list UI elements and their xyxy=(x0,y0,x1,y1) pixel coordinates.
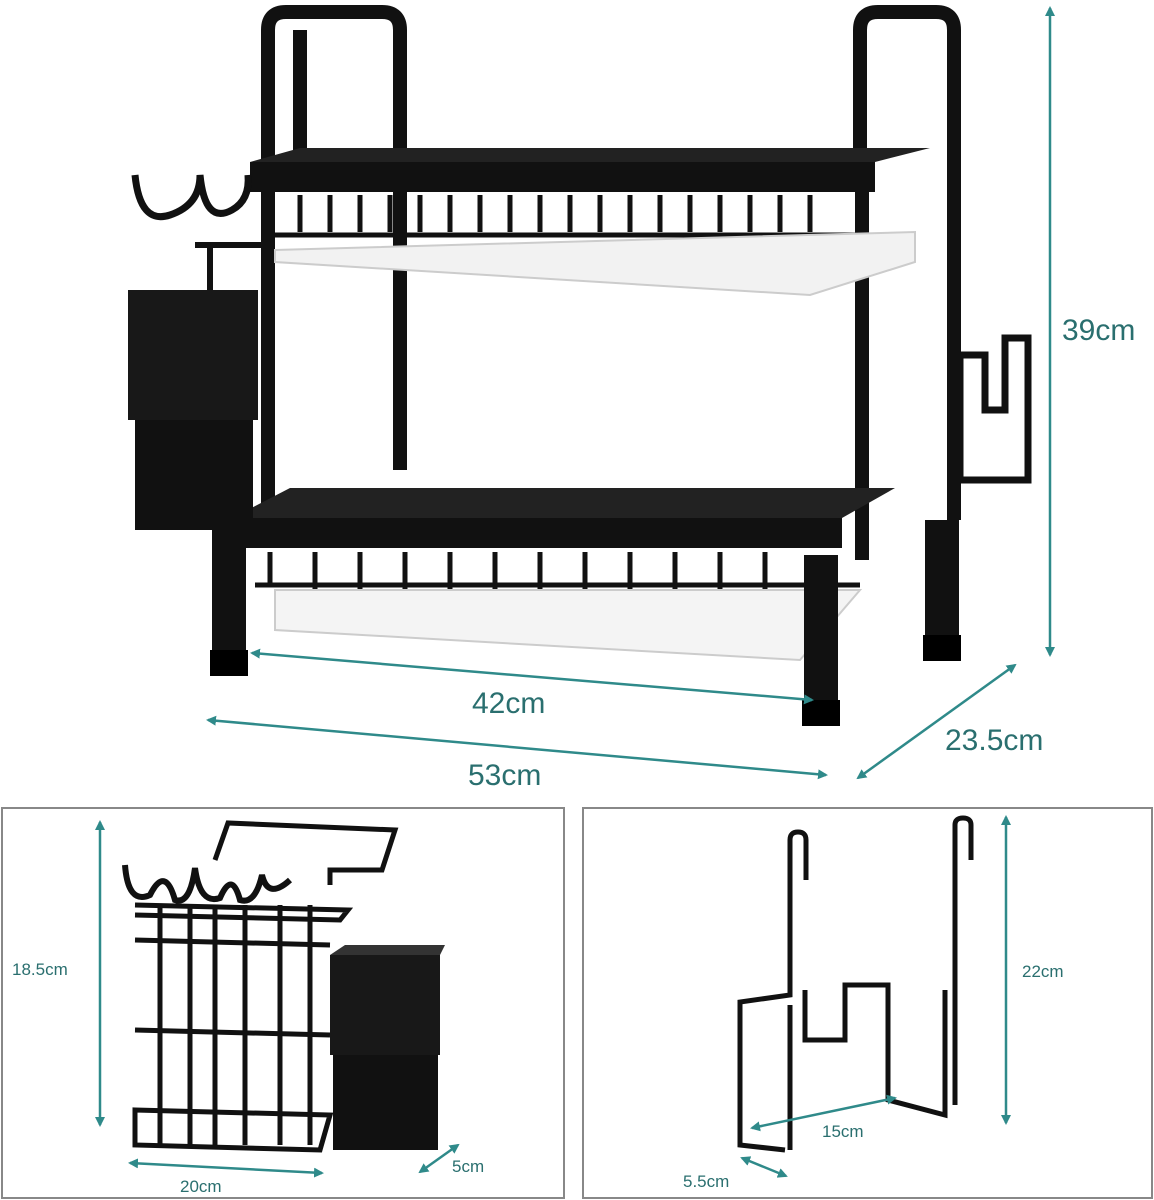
inner-width-dimension-arrow xyxy=(250,648,814,705)
board-depth-dimension-label: 5.5cm xyxy=(683,1172,729,1191)
utensil-width-dimension-label: 20cm xyxy=(180,1177,222,1196)
utensil-depth-dimension-arrow xyxy=(418,1143,460,1174)
utensil-width-dimension-arrow xyxy=(128,1158,324,1178)
utensil-height-dimension-label: 18.5cm xyxy=(12,960,68,979)
dish-rack-illustration xyxy=(128,5,1032,726)
outer-width-dimension-arrow xyxy=(206,715,828,780)
outer-width-dimension-label: 53cm xyxy=(468,759,541,792)
depth-dimension-label: 23.5cm xyxy=(945,724,1043,757)
board-width-dimension-arrow xyxy=(750,1094,897,1132)
board-depth-dimension-arrow xyxy=(740,1156,788,1178)
depth-dimension-arrow xyxy=(856,663,1017,780)
board-width-dimension-label: 15cm xyxy=(822,1122,864,1141)
utensil-holder-panel xyxy=(1,807,565,1199)
board-holder-panel xyxy=(582,807,1153,1199)
board-height-dimension-label: 22cm xyxy=(1022,962,1064,981)
board-holder-illustration xyxy=(737,815,974,1153)
utensil-depth-dimension-label: 5cm xyxy=(452,1157,484,1176)
inner-width-dimension-label: 42cm xyxy=(472,687,545,720)
height-dimension-label: 39cm xyxy=(1062,314,1135,347)
utensil-holder-illustration xyxy=(122,820,445,1153)
